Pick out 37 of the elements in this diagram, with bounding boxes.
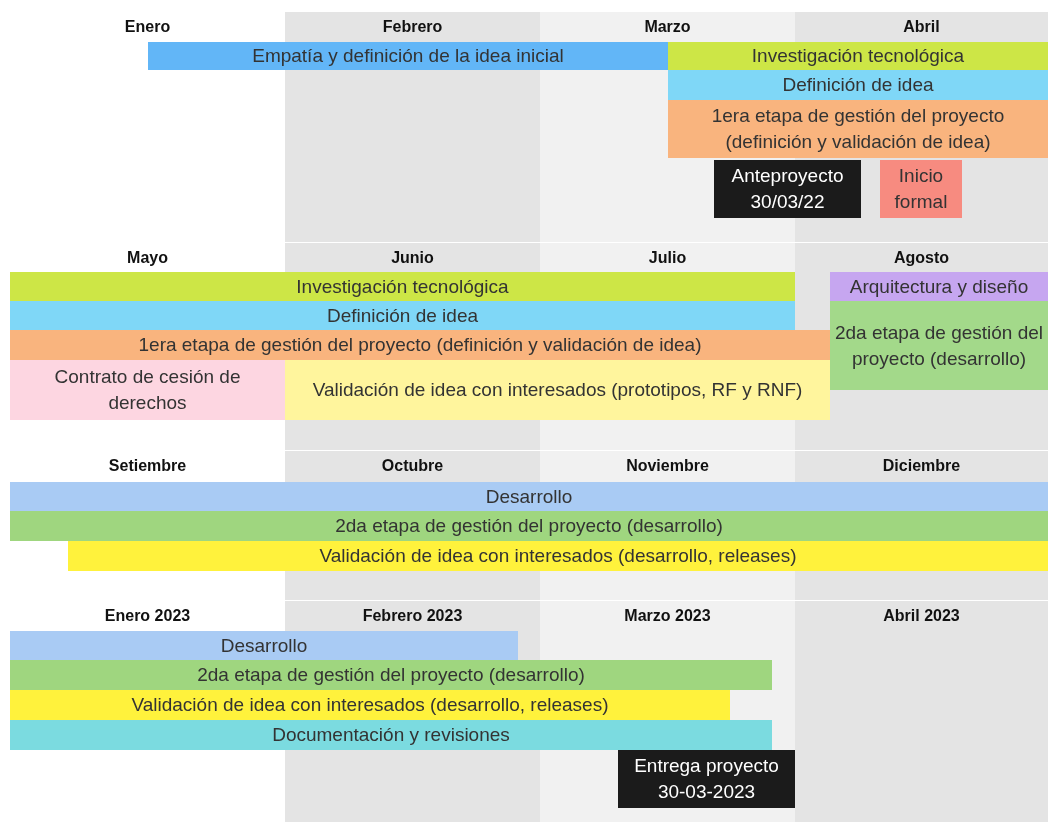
task-bar: Validación de idea con interesados (desarrollo, releases) — [10, 690, 730, 720]
month-label: Febrero 2023 — [361, 606, 464, 626]
task-bar: Empatía y definición de la idea inicial — [148, 42, 668, 70]
task-bar: 2da etapa de gestión del proyecto (desarrollo) — [10, 511, 1048, 541]
month-label: Mayo — [126, 248, 169, 268]
month-label: Octubre — [380, 456, 445, 476]
task-bar: Investigación tecnológica — [10, 272, 795, 301]
task-bar: 2da etapa de gestión del proyecto (desarrollo) — [830, 301, 1048, 390]
task-bar: Documentación y revisiones — [10, 720, 772, 750]
month-label: Junio — [390, 248, 435, 268]
task-bar: Validación de idea con interesados (desarrollo, releases) — [68, 541, 1048, 571]
task-bar: 1era etapa de gestión del proyecto (definición y validación de idea) — [10, 330, 830, 360]
month-label: Diciembre — [881, 456, 962, 476]
milestone-box: Entrega proyecto 30-03-2023 — [618, 750, 795, 808]
month-label: Enero — [123, 17, 172, 37]
month-label: Setiembre — [107, 456, 188, 476]
task-bar: Contrato de cesión de derechos — [10, 360, 285, 420]
task-bar: Arquitectura y diseño — [830, 272, 1048, 301]
month-label: Marzo 2023 — [623, 606, 712, 626]
task-bar: Investigación tecnológica — [668, 42, 1048, 70]
task-bar: 1era etapa de gestión del proyecto (definición y validación de idea) — [668, 100, 1048, 158]
month-label: Marzo — [643, 17, 692, 37]
month-label: Julio — [647, 248, 688, 268]
milestone-box: Inicio formal — [880, 160, 962, 218]
task-bar: Validación de idea con interesados (prototipos, RF y RNF) — [285, 360, 830, 420]
month-label: Noviembre — [625, 456, 710, 476]
milestone-box: Anteproyecto 30/03/22 — [714, 160, 861, 218]
month-label: Abril — [902, 17, 941, 37]
task-bar: Definición de idea — [10, 301, 795, 330]
task-bar: Desarrollo — [10, 482, 1048, 511]
task-bar: Desarrollo — [10, 631, 518, 660]
month-label: Febrero — [381, 17, 444, 37]
month-label: Enero 2023 — [103, 606, 192, 626]
month-label: Abril 2023 — [882, 606, 961, 626]
task-bar: 2da etapa de gestión del proyecto (desarrollo) — [10, 660, 772, 690]
task-bar: Definición de idea — [668, 70, 1048, 100]
month-label: Agosto — [892, 248, 951, 268]
